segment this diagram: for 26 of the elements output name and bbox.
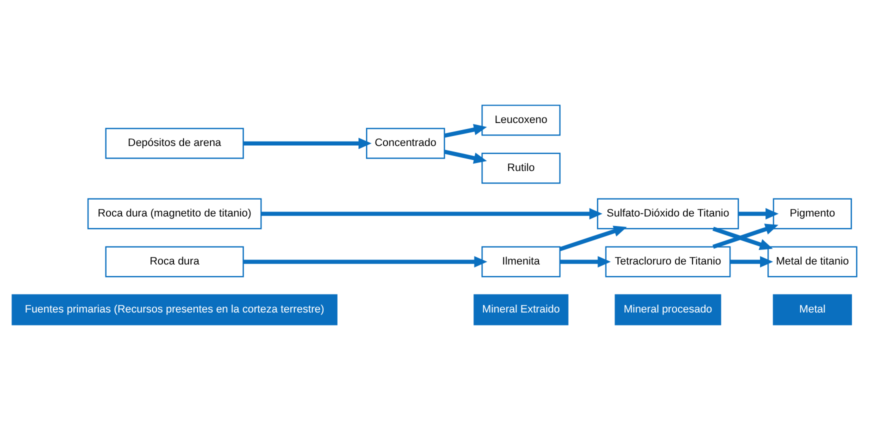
- arrow: [559, 225, 627, 251]
- node-box: Roca dura (magnetito de titanio): [87, 198, 262, 229]
- node-box: Tetracloruro de Titanio: [605, 246, 731, 277]
- arrow: [444, 149, 487, 164]
- arrow: [444, 124, 487, 138]
- node-box: Metal: [772, 294, 852, 325]
- node-box: Metal de titanio: [768, 246, 858, 277]
- arrow: [244, 137, 372, 149]
- node-box: Depósitos de arena: [105, 127, 244, 158]
- node-box: Fuentes primarias (Recursos presentes en la corteza terrestre): [12, 294, 338, 325]
- arrow: [560, 256, 611, 267]
- node-box: Mineral procesado: [614, 294, 722, 325]
- arrow: [712, 223, 778, 248]
- node-box: Ilmenita: [481, 246, 561, 277]
- node-box: Rutilo: [481, 152, 561, 184]
- node-box: Roca dura: [105, 246, 244, 277]
- node-box: Mineral Extraido: [474, 294, 568, 325]
- arrow: [730, 256, 774, 267]
- node-box: Leucoxeno: [481, 104, 561, 136]
- arrow: [712, 226, 773, 250]
- arrow: [261, 208, 602, 219]
- arrow: [738, 208, 779, 219]
- node-box: Concentrado: [366, 127, 446, 158]
- node-box: Sulfato-Dióxido de Titanio: [596, 198, 739, 229]
- node-box: Pigmento: [772, 198, 852, 229]
- arrow: [244, 256, 488, 267]
